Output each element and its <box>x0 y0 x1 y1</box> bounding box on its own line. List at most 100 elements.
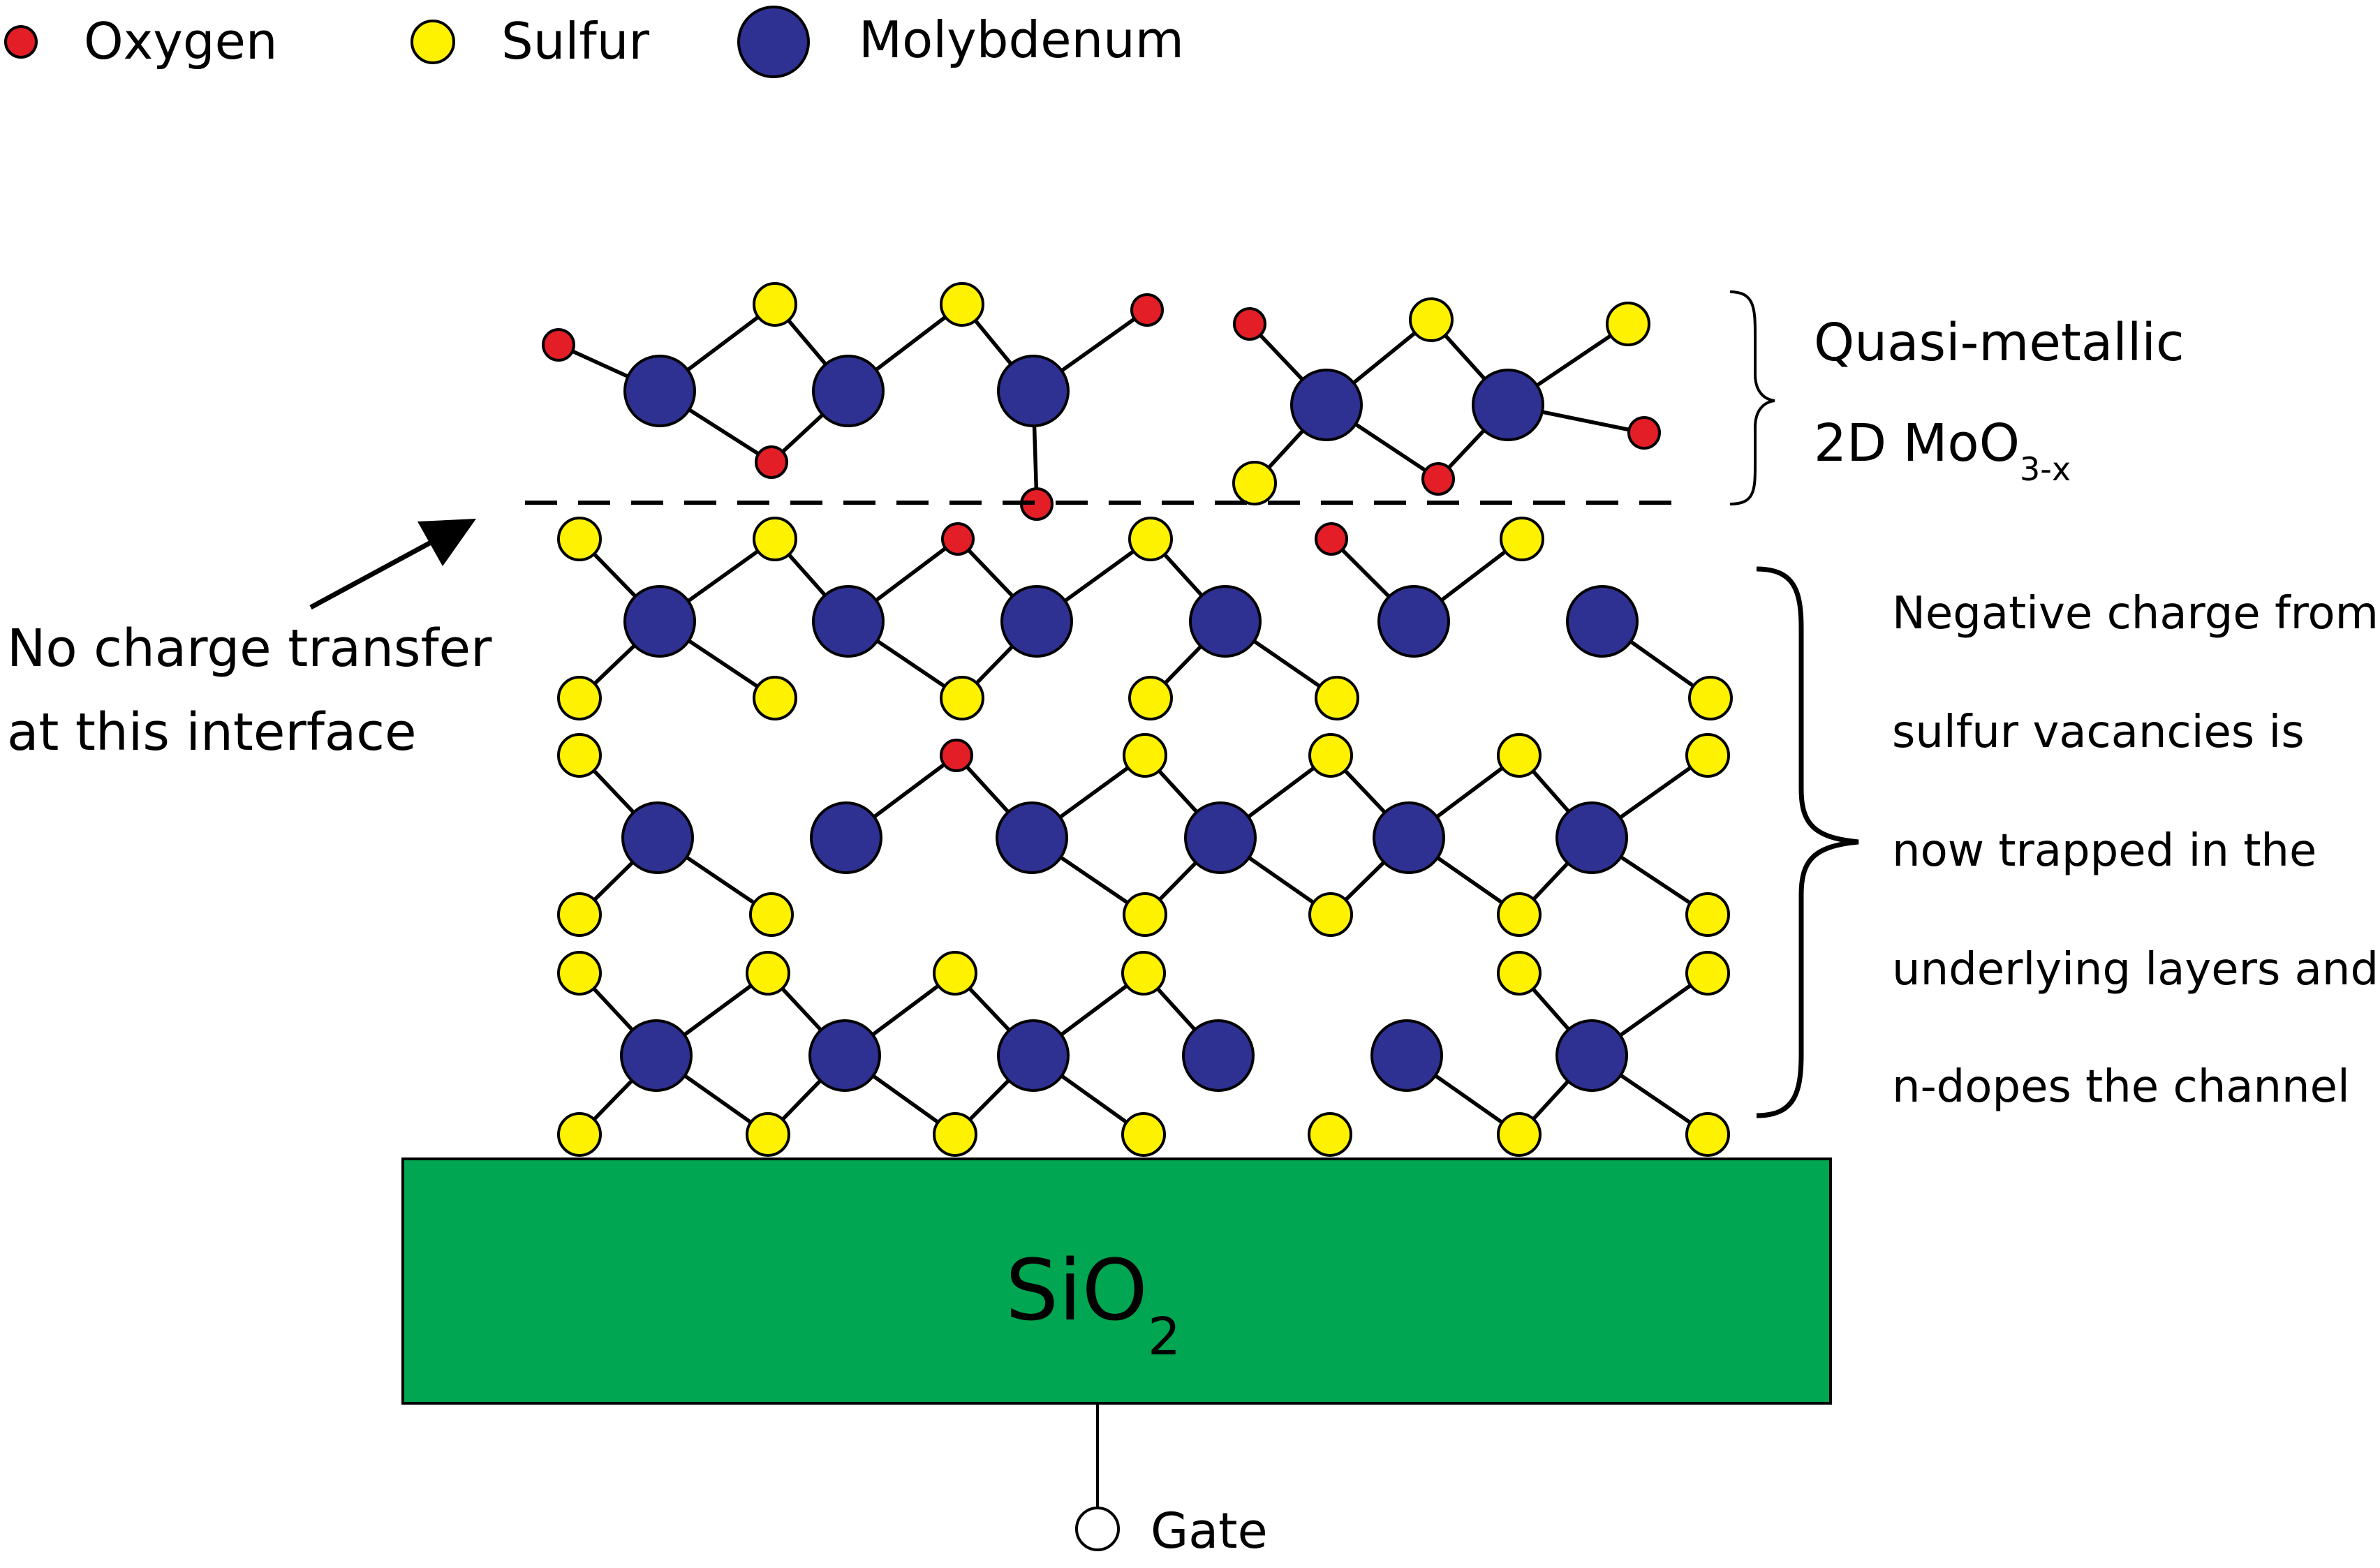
molybdenum-atom <box>812 355 885 427</box>
molybdenum-atom <box>1555 1019 1628 1092</box>
lower-layers-note: Negative charge from sulfur vacancies is… <box>1892 588 2379 1113</box>
top-layer-label-main: 2D MoO <box>1814 413 2020 473</box>
molybdenum-atom <box>997 1019 1070 1092</box>
sulfur-atom <box>1606 302 1650 346</box>
sulfur-atom <box>940 282 984 327</box>
molybdenum-atom <box>812 585 885 658</box>
molybdenum-atom <box>1184 801 1257 874</box>
gate-terminal <box>1075 1507 1120 1551</box>
lower-note-line-2: sulfur vacancies is <box>1892 707 2305 758</box>
lower-layers-brace <box>1756 566 1859 1118</box>
sulfur-atom <box>1121 951 1166 996</box>
interface-label-line2: at this interface <box>7 702 416 762</box>
sulfur-atom <box>1232 461 1277 505</box>
molybdenum-atom <box>623 585 696 658</box>
oxygen-atom <box>1233 307 1266 341</box>
legend-oxygen-label: Oxygen <box>84 12 278 71</box>
molybdenum-atom <box>997 355 1070 427</box>
molybdenum-atom <box>621 801 694 874</box>
molybdenum-atom <box>1000 585 1073 658</box>
legend-molybdenum-label: Molybdenum <box>859 10 1184 69</box>
top-layer-label-sub: 3-x <box>2020 450 2071 488</box>
sulfur-atom <box>753 676 797 720</box>
legend-sulfur-label: Sulfur <box>501 12 649 71</box>
molybdenum-atom <box>1182 1019 1255 1092</box>
sio2-substrate <box>401 1157 1832 1405</box>
sulfur-atom <box>1121 1112 1166 1157</box>
legend-sulfur-swatch <box>411 20 455 64</box>
lower-note-line-1: Negative charge from <box>1892 588 2379 639</box>
oxygen-atom <box>1315 522 1348 556</box>
molybdenum-atom <box>1290 369 1363 441</box>
sulfur-atom <box>1685 951 1730 996</box>
sulfur-atom <box>557 517 602 561</box>
molybdenum-atom <box>808 1019 881 1092</box>
interface-arrow-shaft <box>309 535 441 610</box>
sulfur-atom <box>1308 892 1353 937</box>
sulfur-atom <box>1308 1112 1352 1157</box>
sulfur-atom <box>1123 892 1167 937</box>
sulfur-atom <box>1688 676 1733 720</box>
sulfur-atom <box>749 892 794 937</box>
molybdenum-atom <box>1377 585 1450 658</box>
sulfur-atom <box>933 951 977 996</box>
molybdenum-atom <box>810 801 882 874</box>
molybdenum-atom <box>623 355 696 427</box>
sulfur-atom <box>1500 517 1544 561</box>
sulfur-atom <box>1497 1112 1542 1157</box>
molybdenum-atom <box>1189 585 1262 658</box>
molybdenum-atom <box>1566 585 1639 658</box>
sulfur-atom <box>557 676 602 720</box>
sulfur-atom <box>940 676 984 720</box>
molybdenum-atom <box>1370 1019 1443 1092</box>
lower-note-line-5: n-dopes the channel <box>1892 1061 2350 1113</box>
lower-note-line-3: now trapped in the <box>1892 825 2316 877</box>
molybdenum-atom <box>996 801 1068 874</box>
top-layer-brace <box>1729 290 1775 505</box>
oxygen-atom <box>1627 416 1661 450</box>
interface-arrow <box>309 519 476 610</box>
sulfur-atom <box>746 1112 790 1157</box>
sulfur-atom <box>1123 733 1167 778</box>
legend: Oxygen Sulfur Molybdenum <box>4 6 1184 78</box>
sulfur-atom <box>557 733 602 778</box>
sio2-label-sub: 2 <box>1148 1307 1181 1367</box>
molybdenum-atom <box>1373 801 1445 874</box>
sulfur-atom <box>1685 1112 1730 1157</box>
atoms-lattice <box>542 282 1733 1157</box>
legend-oxygen-swatch <box>4 25 38 59</box>
top-layer-label-line2: 2D MoO3-x <box>1814 413 2071 488</box>
sulfur-atom <box>1685 892 1730 937</box>
oxygen-atom <box>941 522 975 556</box>
sulfur-atom <box>746 951 790 996</box>
sulfur-atom <box>1128 517 1173 561</box>
sulfur-atom <box>753 517 797 561</box>
sulfur-atom <box>1497 892 1542 937</box>
molybdenum-atom <box>1472 369 1544 441</box>
sulfur-atom <box>1685 733 1730 778</box>
sulfur-atom <box>1409 297 1454 342</box>
sio2-label-main: SiO <box>1005 1243 1148 1340</box>
molybdenum-atom <box>1555 801 1628 874</box>
sulfur-atom <box>1128 676 1173 720</box>
oxygen-atom <box>940 739 973 772</box>
oxygen-atom <box>755 445 788 479</box>
gate-label: Gate <box>1151 1502 1268 1560</box>
top-layer-label-line1: Quasi-metallic <box>1814 313 2185 373</box>
bond-lines <box>556 302 1713 1137</box>
oxygen-atom <box>1130 293 1164 327</box>
sulfur-atom <box>557 892 602 937</box>
oxygen-atom <box>1421 462 1455 496</box>
sulfur-atom <box>753 282 797 327</box>
molybdenum-atom <box>620 1019 693 1092</box>
legend-molybdenum-swatch <box>737 6 810 78</box>
interface-arrow-head <box>417 519 476 566</box>
oxygen-atom <box>542 328 575 362</box>
sulfur-atom <box>1315 676 1359 720</box>
sulfur-atom <box>557 1112 602 1157</box>
sulfur-atom <box>1308 733 1353 778</box>
sulfur-atom <box>557 951 602 996</box>
interface-label-line1: No charge transfer <box>7 619 492 679</box>
lower-note-line-4: underlying layers and <box>1892 944 2379 996</box>
